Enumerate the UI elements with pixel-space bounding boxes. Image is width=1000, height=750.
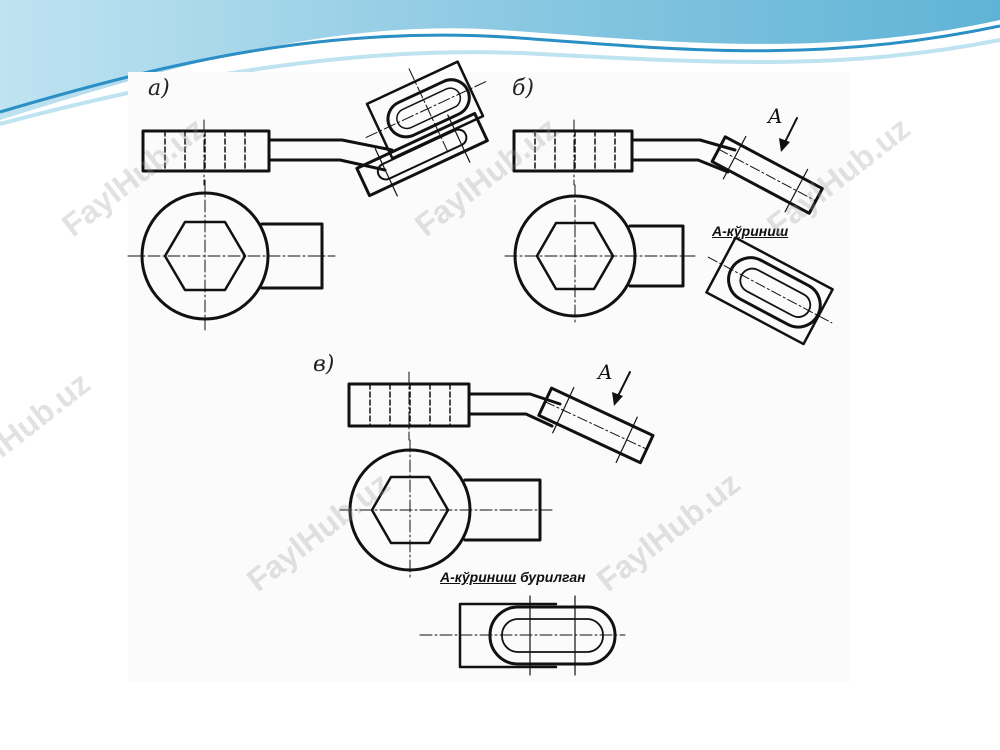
caption-view-v-underlined: А-кўриниш: [440, 569, 517, 585]
caption-view-v: А-кўриниш бурилган: [440, 569, 586, 585]
figure-label-a: а): [148, 76, 170, 101]
figure-v: [339, 371, 655, 676]
caption-view-b-underlined: А-кўриниш: [712, 223, 789, 239]
caption-view-b: А-кўриниш: [712, 223, 788, 239]
figure-b: [504, 117, 834, 346]
figure-a: [127, 60, 489, 331]
view-marker-v: A: [598, 360, 613, 384]
figure-label-v: в): [313, 352, 335, 377]
figure-label-b: б): [512, 76, 535, 101]
caption-view-v-rest: бурилган: [516, 569, 586, 585]
view-marker-b: A: [768, 104, 783, 128]
drawing-area: [128, 72, 850, 682]
